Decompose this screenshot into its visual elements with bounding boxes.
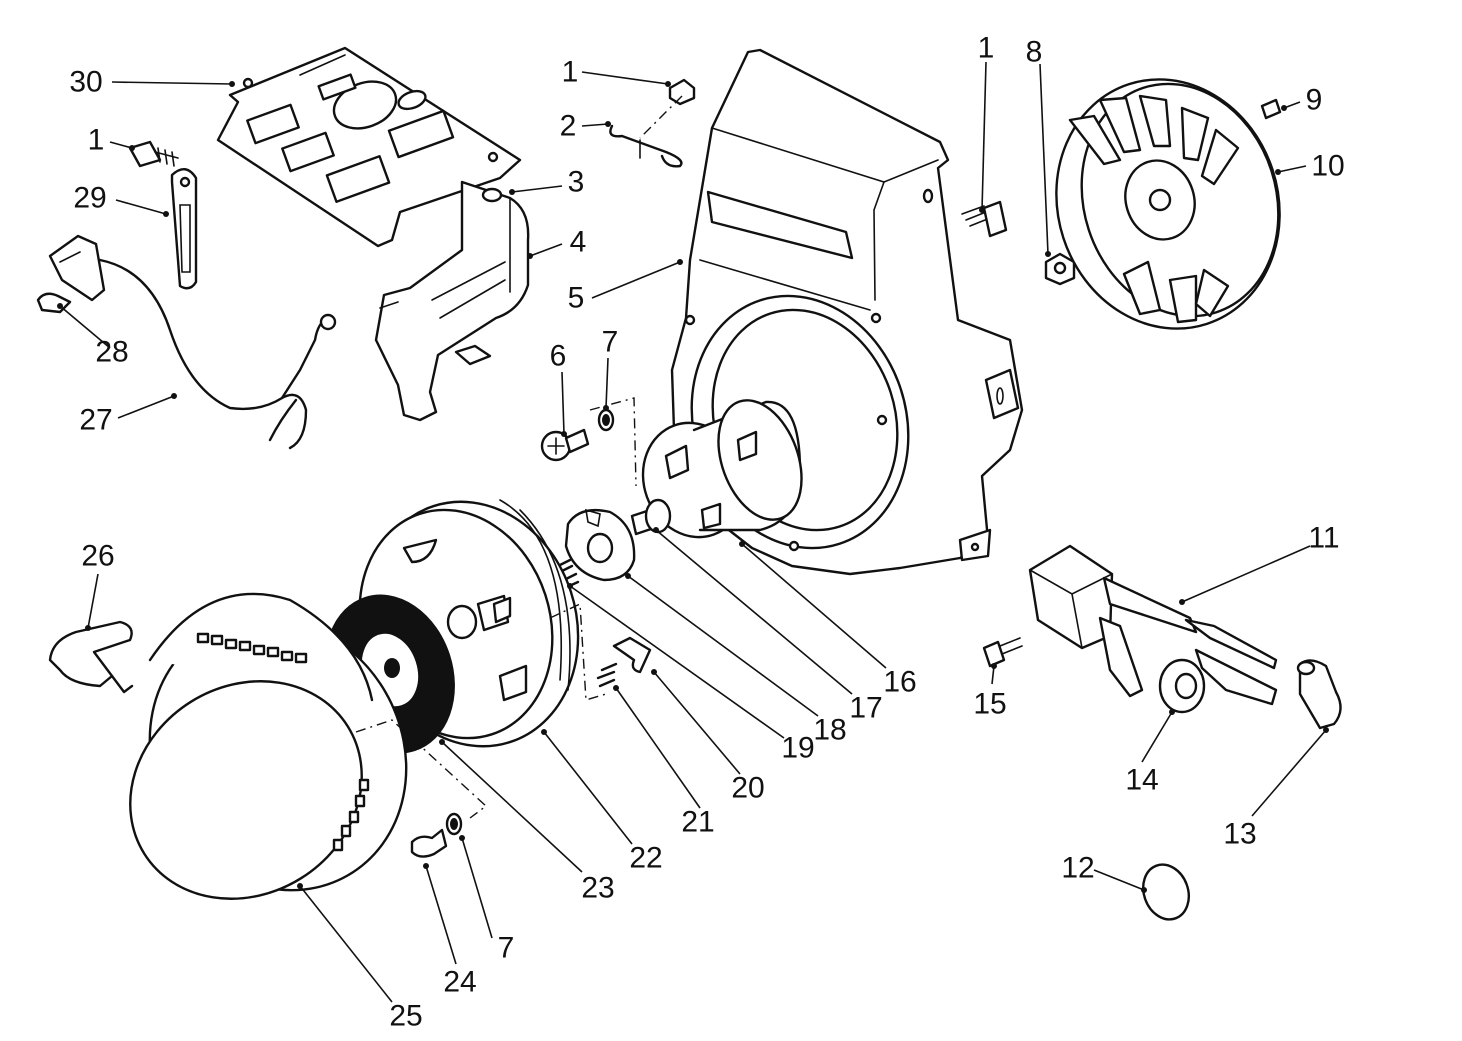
part-15-screw bbox=[982, 637, 1023, 668]
callout-21: 21 bbox=[681, 806, 714, 839]
part-11-ignition-coil bbox=[1028, 544, 1278, 706]
callout-26: 26 bbox=[81, 540, 114, 573]
callout-labels: 30 1 29 28 27 1 2 3 4 5 6 7 1 8 9 10 11 … bbox=[69, 32, 1344, 1033]
callout-29: 29 bbox=[73, 182, 106, 215]
part-30-top-plate bbox=[216, 46, 522, 248]
callout-4: 4 bbox=[570, 226, 587, 259]
callout-1-right: 1 bbox=[978, 32, 995, 65]
part-27-wire bbox=[48, 234, 337, 450]
callout-15: 15 bbox=[973, 688, 1006, 721]
callout-9: 9 bbox=[1306, 84, 1323, 117]
part-12-cap bbox=[1142, 863, 1190, 921]
vent-slots bbox=[196, 632, 370, 852]
callout-3: 3 bbox=[568, 166, 585, 199]
part-1-bolt-right bbox=[961, 200, 1008, 238]
callout-30: 30 bbox=[69, 66, 102, 99]
callout-1-left: 1 bbox=[88, 124, 105, 157]
callout-7-lower: 7 bbox=[498, 932, 515, 965]
part-13-plug-boot bbox=[1296, 659, 1342, 730]
callout-7-upper: 7 bbox=[602, 326, 619, 359]
part-1-screw-left bbox=[128, 140, 179, 168]
part-14-grommet bbox=[1158, 658, 1206, 714]
callout-17: 17 bbox=[849, 692, 882, 725]
part-7-washer-lower bbox=[445, 812, 463, 836]
part-20-pawl bbox=[612, 636, 652, 674]
part-29-strap bbox=[170, 168, 198, 290]
callout-16: 16 bbox=[883, 666, 916, 699]
callout-22: 22 bbox=[629, 842, 662, 875]
callout-28: 28 bbox=[95, 336, 128, 369]
callout-27: 27 bbox=[79, 404, 112, 437]
callout-12: 12 bbox=[1061, 852, 1094, 885]
callout-6: 6 bbox=[550, 340, 567, 373]
part-24-screw bbox=[410, 828, 448, 858]
part-16-starter-cup bbox=[641, 399, 803, 539]
part-26-handle bbox=[48, 620, 134, 694]
part-7-washer-upper bbox=[597, 408, 615, 432]
part-1-bolt-center bbox=[668, 78, 696, 106]
callout-19: 19 bbox=[781, 732, 814, 765]
part-4-side-bracket bbox=[374, 180, 530, 422]
part-9-key bbox=[1260, 98, 1282, 120]
callout-23: 23 bbox=[581, 872, 614, 905]
callout-20: 20 bbox=[731, 772, 764, 805]
callout-11: 11 bbox=[1308, 522, 1339, 555]
part-28-clip bbox=[36, 292, 72, 314]
part-18-ratchet bbox=[564, 508, 636, 582]
callout-8: 8 bbox=[1026, 36, 1043, 69]
callout-2: 2 bbox=[560, 110, 577, 143]
part-21-spring bbox=[596, 662, 618, 688]
part-2-pin bbox=[609, 124, 683, 168]
part-8-nut bbox=[1044, 252, 1076, 286]
part-6-screw bbox=[540, 428, 590, 462]
part-3-screw bbox=[481, 187, 503, 203]
part-10-flywheel bbox=[1055, 78, 1281, 330]
part-17-stud bbox=[630, 498, 672, 536]
callout-10: 10 bbox=[1311, 150, 1344, 183]
callout-1-top: 1 bbox=[562, 56, 579, 89]
callout-24: 24 bbox=[443, 966, 476, 999]
callout-18: 18 bbox=[813, 714, 846, 747]
part-25-starter-cover bbox=[129, 592, 408, 900]
callout-14: 14 bbox=[1125, 764, 1158, 797]
callout-25: 25 bbox=[389, 1000, 422, 1033]
leader-lines bbox=[57, 61, 1329, 1003]
callout-13: 13 bbox=[1223, 818, 1256, 851]
callout-5: 5 bbox=[568, 282, 585, 315]
